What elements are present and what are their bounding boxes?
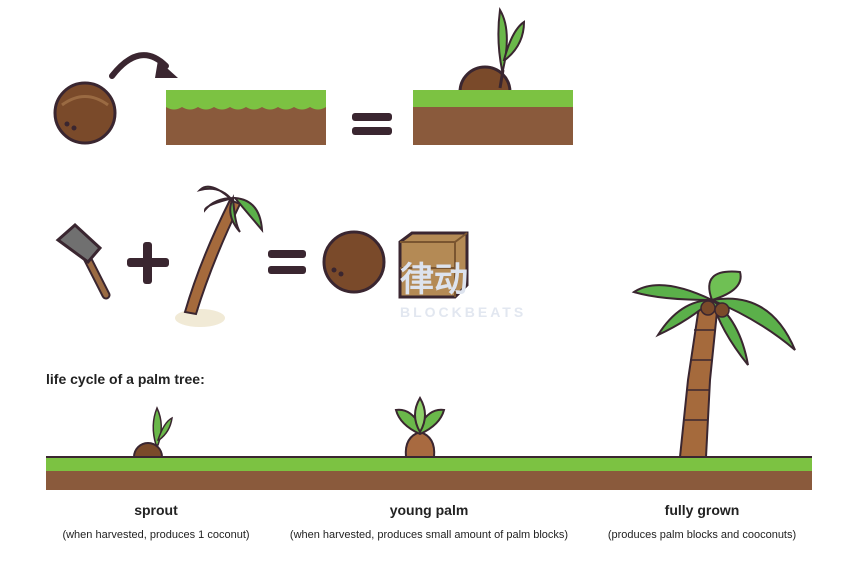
stage-desc: (when harvested, produces 1 coconut): [62, 529, 250, 541]
equals-icon: [352, 113, 392, 135]
palm-block-icon: [398, 231, 469, 299]
axe-icon: [55, 222, 111, 300]
stage-name: sprout: [134, 502, 178, 518]
watermark-cn: 律动: [400, 261, 468, 299]
plus-icon: [127, 242, 169, 284]
watermark-en: BLOCKBEATS: [400, 304, 527, 320]
lifecycle-title: life cycle of a palm tree:: [46, 371, 205, 387]
stage-sprout: sprout (when harvested, produces 1 cocon…: [6, 502, 306, 541]
arrow-icon: [109, 52, 178, 79]
stage-name: fully grown: [664, 502, 740, 518]
coconut-icon-2: [322, 230, 386, 294]
young-palm-icon: [394, 396, 446, 458]
ground-block-icon: [166, 90, 326, 145]
grown-palm-icon: [631, 270, 796, 458]
palm-tree-icon: [175, 185, 264, 327]
stage-name: young palm: [389, 502, 469, 518]
equals-icon-2: [268, 250, 306, 274]
stage-desc: (when harvested, produces small amount o…: [289, 529, 569, 541]
coconut-icon: [53, 81, 117, 145]
sprout-block-icon: [413, 7, 573, 145]
stage-fully-grown: fully grown (produces palm blocks and co…: [552, 502, 852, 541]
stage-young-palm: young palm (when harvested, produces sma…: [279, 502, 579, 541]
stage-desc: (produces palm blocks and cooconuts): [607, 529, 797, 541]
ground-strip: [46, 456, 812, 490]
sprout-icon: [132, 406, 173, 458]
